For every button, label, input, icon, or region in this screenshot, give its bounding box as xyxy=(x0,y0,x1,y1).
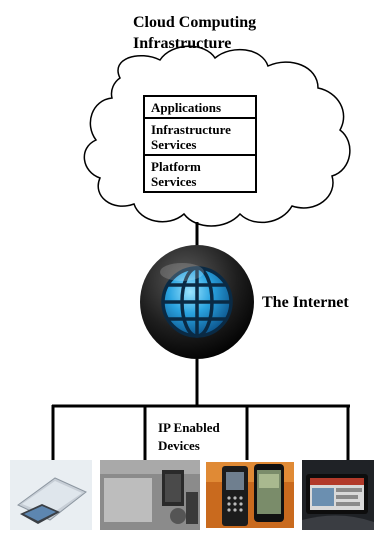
desktop-computer-device-photo xyxy=(100,460,200,530)
cloud-service-stack: Applications Infrastructure Services Pla… xyxy=(143,95,257,193)
stack-item-label: Services xyxy=(151,174,197,189)
stack-item-infrastructure-services: Infrastructure Services xyxy=(145,117,255,154)
smartphones-device-photo xyxy=(206,462,294,528)
stack-item-label: Services xyxy=(151,137,197,152)
tablet-laptop-device-photo xyxy=(10,460,92,530)
devices-label-line-1: IP Enabled xyxy=(158,420,220,435)
stack-item-applications: Applications xyxy=(145,97,255,117)
stack-item-label: Applications xyxy=(151,100,222,115)
internet-label: The Internet xyxy=(262,294,349,311)
stack-item-platform-services: Platform Services xyxy=(145,154,255,191)
devices-label-line-2: Devices xyxy=(158,438,200,453)
title-line-1: Cloud Computing xyxy=(133,14,257,31)
title-line-2: Infrastructure xyxy=(133,35,232,52)
devices-label: IP Enabled Devices xyxy=(158,419,248,455)
stack-item-label: Infrastructure xyxy=(151,122,231,137)
car-dashboard-device-photo xyxy=(302,460,374,530)
diagram-title: Cloud Computing Infrastructure xyxy=(133,12,333,54)
stack-item-label: Platform xyxy=(151,159,201,174)
globe-icon xyxy=(140,245,254,359)
